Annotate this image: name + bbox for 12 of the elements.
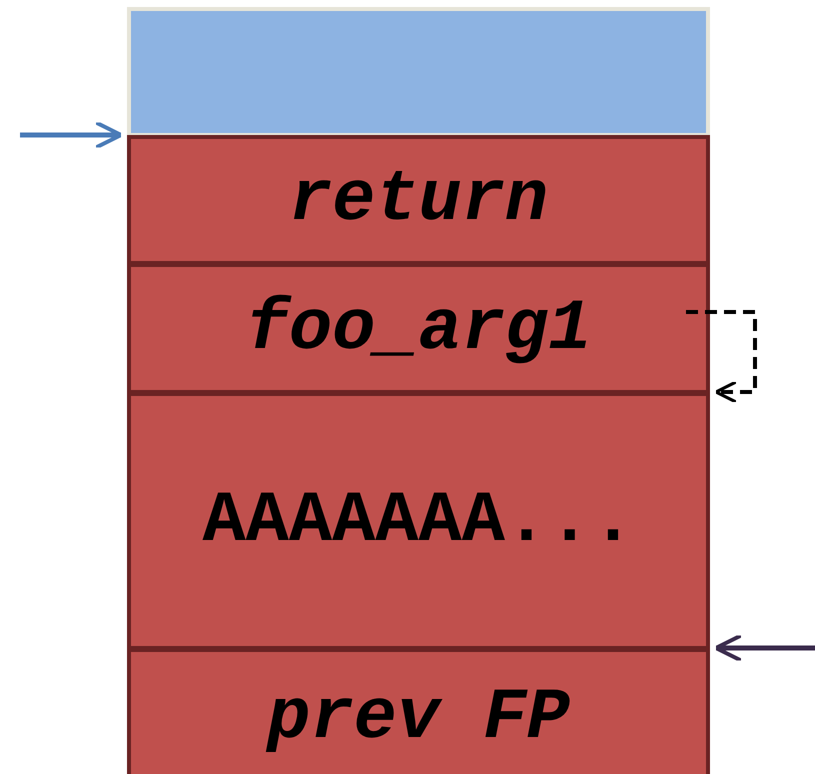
stack-slot — [127, 7, 710, 137]
stack-slot — [127, 263, 710, 394]
arrow — [686, 310, 757, 404]
arrow — [20, 120, 123, 150]
slot-label: foo_arg1 — [246, 288, 592, 370]
slot-label: return — [288, 159, 548, 241]
stack-slot — [127, 392, 710, 650]
slot-label: AAAAAAA... — [202, 480, 635, 562]
stack-slot — [127, 135, 710, 265]
slot-label: prev FP — [267, 677, 570, 759]
arrow — [714, 634, 815, 662]
stack-slot — [127, 648, 710, 774]
